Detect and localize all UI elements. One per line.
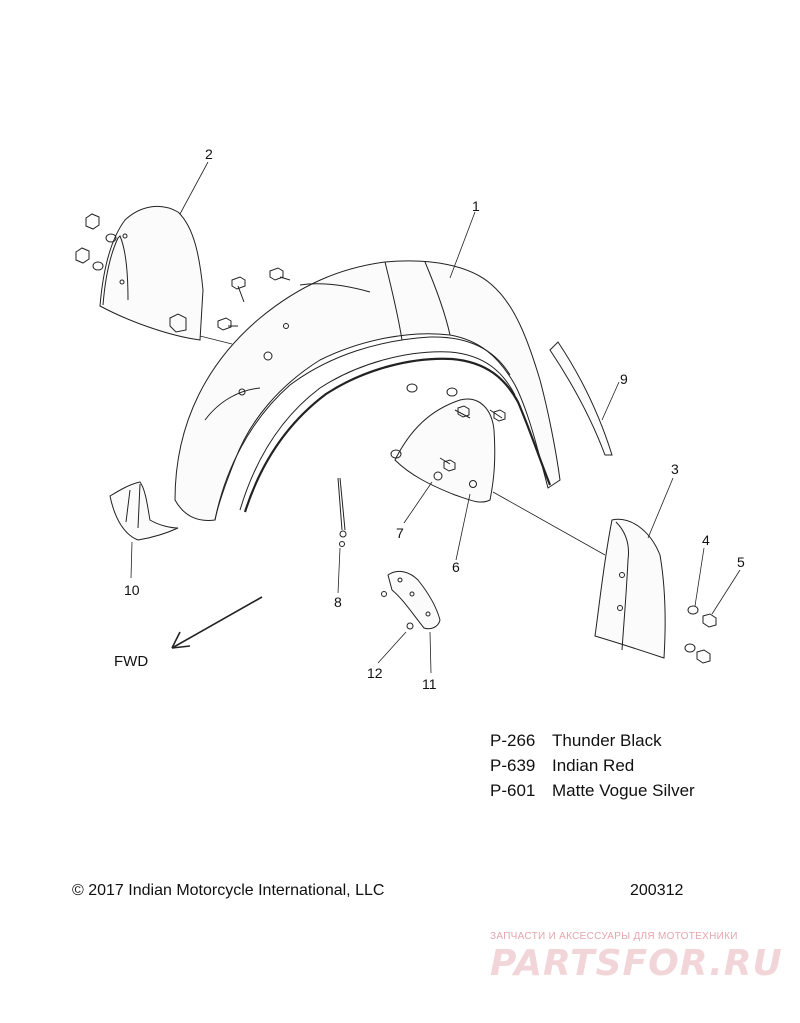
callout-8: 8 [334,594,342,610]
color-row: P-266 Thunder Black [490,728,695,753]
watermark-logo: PARTSFOR.RU [490,943,783,984]
fender-cover-lower [595,519,665,658]
callout-10: 10 [124,582,140,598]
color-row: P-639 Indian Red [490,753,695,778]
callout-1: 1 [472,198,480,214]
fender-tip [110,482,178,540]
forward-arrow [172,597,262,648]
fwd-label: FWD [114,653,149,670]
color-legend: P-266 Thunder Black P-639 Indian Red P-6… [490,728,695,803]
watermark-tagline: ЗАПЧАСТИ И АКСЕССУАРЫ ДЛЯ МОТОТЕХНИКИ [490,931,738,942]
callout-6: 6 [452,559,460,575]
callout-7: 7 [396,525,404,541]
front-fender [175,261,560,521]
callout-2: 2 [205,146,213,162]
copyright-notice: © 2017 Indian Motorcycle International, … [72,882,385,899]
color-name: Thunder Black [552,731,662,750]
color-code: P-266 [490,731,536,750]
color-name: Indian Red [552,756,635,775]
inner-guard [391,384,505,502]
color-code: P-601 [490,781,536,800]
color-row: P-601 Matte Vogue Silver [490,778,695,803]
bolts-top [218,268,290,330]
callout-12: 12 [367,665,383,681]
fender-cover-upper [100,206,203,340]
callout-9: 9 [620,371,628,387]
callout-4: 4 [702,532,710,548]
callout-3: 3 [671,461,679,477]
leader-lines [131,162,740,673]
color-code: P-639 [490,756,536,775]
diagram-number: 200312 [630,882,684,899]
color-name: Matte Vogue Silver [552,781,695,800]
callout-5: 5 [737,554,745,570]
callout-11: 11 [422,676,437,692]
nuts-and-washers-left [76,214,116,270]
washers-and-nuts-right [685,606,716,663]
trim-strip [550,342,612,455]
mounting-bracket [382,571,441,629]
stud-wire [338,478,346,547]
